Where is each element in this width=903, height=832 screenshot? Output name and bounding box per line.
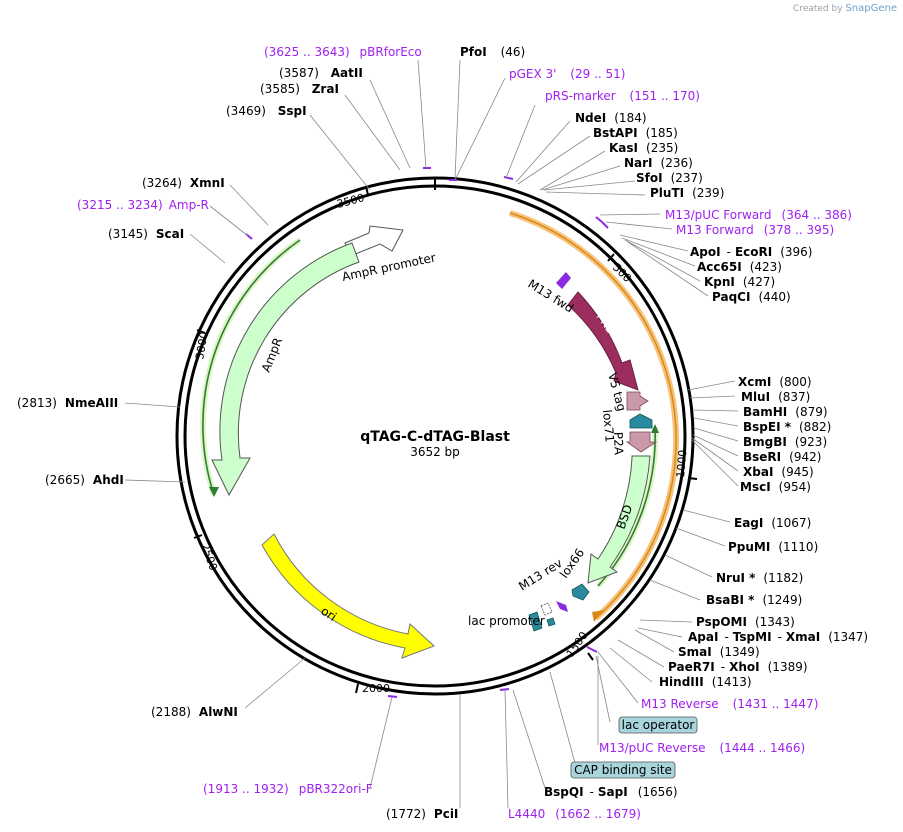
svg-text:M13 Reverse(1431 .. 1447): M13 Reverse(1431 .. 1447) (641, 697, 818, 711)
lac-operator-label: lac operator (622, 718, 695, 732)
label-pfoi: PfoI (46) (460, 45, 525, 59)
label-amp-r: (3215 .. 3234)Amp-R (77, 198, 209, 212)
label-ahdi: (2665)AhdI (45, 473, 124, 487)
label-pgex3: pGEX 3' (29 .. 51) (509, 67, 625, 81)
lac-component-2 (546, 617, 556, 627)
svg-text:ApoI-EcoRI(396): ApoI-EcoRI(396) (690, 245, 812, 259)
svg-text:BseRI(942): BseRI(942) (743, 450, 821, 464)
m13rev-label: M13 rev (516, 556, 565, 594)
lox66-arrow (571, 583, 590, 601)
svg-text:NruI *(1182): NruI *(1182) (716, 571, 803, 585)
svg-text:KasI(235): KasI(235) (609, 141, 678, 155)
lac-operator-box (618, 716, 698, 734)
svg-text:BstAPI(185): BstAPI(185) (593, 126, 678, 140)
label-zrai: (3585) ZraI (260, 82, 339, 96)
label-l4440: L4440(1662 .. 1679) (508, 807, 641, 821)
green-band-arrowhead (651, 424, 659, 433)
label-bspqi-sapi: BspQI-SapI(1656) (544, 785, 678, 799)
label-prsmarker: pRS-marker (151 .. 170) (545, 89, 700, 103)
svg-text:PpuMI(1110): PpuMI(1110) (728, 540, 818, 554)
fkbp-arrow (567, 291, 639, 391)
svg-text:NarI(236): NarI(236) (624, 156, 693, 170)
lac-component-1 (528, 611, 543, 632)
label-nmeaiii: (2813)NmeAIII (17, 396, 118, 410)
tick-marks (193, 185, 698, 694)
tick-label-3500: 3500 (335, 191, 365, 211)
ori-arrow (261, 533, 435, 659)
leader-lines (124, 59, 739, 809)
tick-label-2500: 2500 (198, 542, 220, 573)
ampr-arrow (211, 242, 360, 497)
tick-label-3000: 3000 (193, 331, 211, 361)
cap-binding-label: CAP binding site (574, 763, 672, 777)
svg-text:BspEI *(882): BspEI *(882) (743, 420, 831, 434)
svg-text:BmgBI(923): BmgBI(923) (743, 435, 827, 449)
svg-text:BsaBI *(1249): BsaBI *(1249) (706, 593, 802, 607)
orange-band-arrowhead (592, 610, 604, 622)
cap-binding-box (570, 761, 676, 779)
p2a-arrow (625, 431, 658, 453)
label-pbr322ori: (1913 .. 1932)pBR322ori-F (203, 782, 373, 796)
lox71-label: lox71 (600, 409, 617, 443)
ampr-band-bg (199, 237, 302, 496)
plasmid-size: 3652 bp (410, 445, 460, 459)
label-alwni: (2188)AlwNI (151, 705, 238, 719)
ampr-promoter-arrow (344, 225, 404, 256)
svg-text:HindIII(1413): HindIII(1413) (659, 675, 752, 689)
lac-promoter-arrow (540, 602, 553, 616)
snapgene-credit: Created by SnapGene (793, 3, 897, 14)
svg-text:PspOMI(1343): PspOMI(1343) (696, 615, 795, 629)
svg-text:NdeI(184): NdeI(184) (575, 111, 647, 125)
orange-feature-band-edge (509, 212, 677, 619)
svg-text:BamHI(879): BamHI(879) (743, 405, 828, 419)
label-sspi: (3469) SspI (226, 104, 307, 118)
svg-text:M13 Forward(378 .. 395): M13 Forward(378 .. 395) (676, 223, 834, 237)
tick-label-2000: 2000 (362, 682, 390, 695)
label-scai: (3145)ScaI (108, 227, 184, 241)
credit-prefix: Created by (793, 4, 843, 14)
v5-tag-arrow (626, 391, 649, 411)
svg-text:KpnI(427): KpnI(427) (704, 275, 775, 289)
snapgene-brand: SnapGene (845, 3, 897, 14)
label-aatii: (3587) AatII (279, 66, 363, 80)
svg-text:XbaI(945): XbaI(945) (743, 465, 814, 479)
ampr-band-arrowhead (209, 487, 219, 497)
svg-text:SfoI(237): SfoI(237) (636, 171, 703, 185)
svg-text:PaeR7I-XhoI(1389): PaeR7I-XhoI(1389) (668, 660, 808, 674)
lac-promoter-label: lac promoter (468, 614, 545, 628)
m13fwd-label: M13 fwd (525, 277, 576, 316)
label-pbrforeco: (3625 .. 3643) pBRforEco (264, 45, 422, 59)
plasmid-name: qTAG-C-dTAG-Blast (360, 429, 510, 445)
tick-label-1000: 1000 (674, 449, 689, 478)
svg-text:MscI(954): MscI(954) (740, 480, 811, 494)
bsd-arrow (587, 455, 651, 584)
right-labels: NdeI(184) BstAPI(185) KasI(235) NarI(236… (575, 111, 868, 711)
svg-text:PaqCI(440): PaqCI(440) (712, 290, 791, 304)
svg-text:Acc65I(423): Acc65I(423) (697, 260, 782, 274)
label-m13puc-reverse: M13/pUC Reverse(1444 .. 1466) (599, 741, 805, 755)
svg-text:M13/pUC Forward(364 .. 386): M13/pUC Forward(364 .. 386) (665, 208, 852, 222)
lox71-arrow (629, 413, 653, 429)
svg-text:MluI(837): MluI(837) (741, 390, 810, 404)
label-xmni: (3264)XmnI (142, 176, 225, 190)
m13fwd-arrow (556, 272, 571, 289)
p2a-label: P2A (611, 432, 626, 456)
svg-text:XcmI(800): XcmI(800) (738, 375, 812, 389)
svg-text:SmaI(1349): SmaI(1349) (678, 645, 760, 659)
svg-text:PluTI(239): PluTI(239) (650, 186, 724, 200)
m13rev-arrow (556, 601, 568, 612)
svg-text:ApaI-TspMI-XmaI(1347): ApaI-TspMI-XmaI(1347) (688, 630, 868, 644)
svg-text:EagI(1067): EagI(1067) (734, 516, 811, 530)
label-pcii: (1772)PciI (386, 807, 458, 821)
ampr-band (202, 239, 301, 496)
